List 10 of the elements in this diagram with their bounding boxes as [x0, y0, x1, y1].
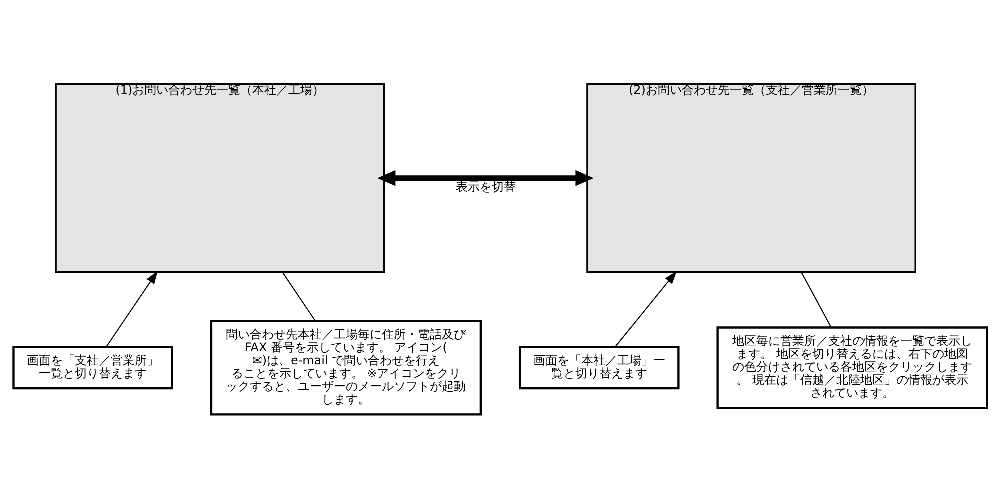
arrow — [377, 170, 594, 186]
arrow — [105, 270, 158, 347]
edge-label: 表示を切替 — [455, 180, 516, 194]
node-box: 画面を「本社／工場」一覧と切り替えます — [518, 346, 680, 390]
node-box: 画面を「支社／営業所」一覧と切り替えます — [12, 346, 173, 390]
node-box: 問い合わせ先本社／工場毎に住所・電話及びFAX 番号を示しています。 アイコン(✉)は、e-mail で問い合わせを行えることを示しています。 ※アイコンをクリックすると、ユーザーのメールソフトが起動します。 — [210, 320, 482, 416]
connector — [282, 272, 316, 321]
node-box: 地区毎に営業所／支社の情報を一覧で表示します。 地区を切り替えるには、右下の地図の色分けされている各地区をクリックします。 現在は「信越／北陸地区」の情報が表示されています。 — [716, 326, 988, 409]
connector — [800, 272, 832, 328]
arrow — [614, 270, 676, 347]
